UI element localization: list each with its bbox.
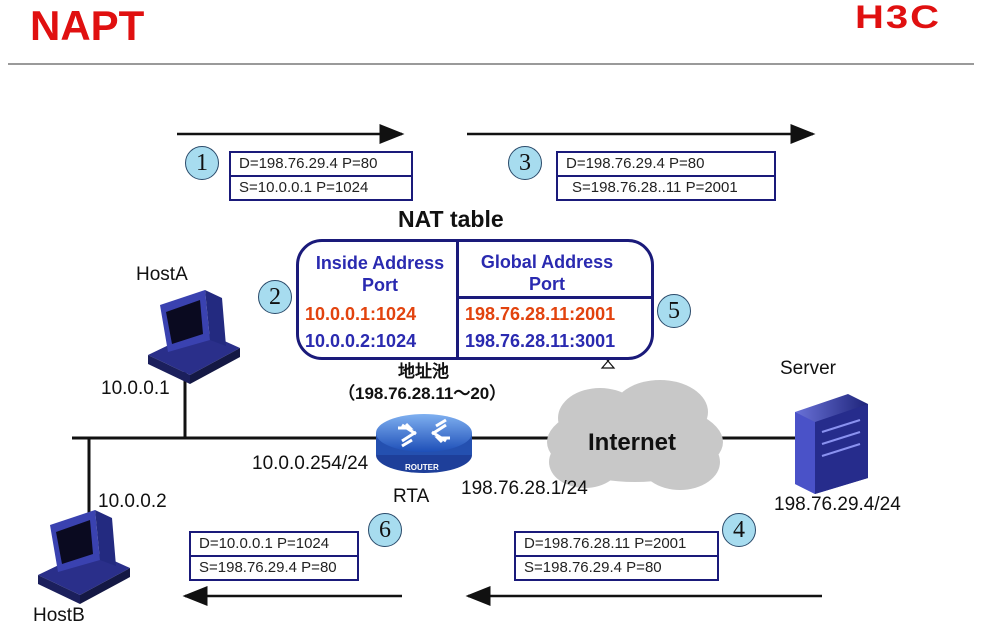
server-name: Server bbox=[780, 358, 836, 379]
hostB-computer-icon bbox=[38, 510, 130, 604]
packet-src: S=10.0.0.1 P=1024 bbox=[231, 175, 411, 199]
packet-src: S=198.76.29.4 P=80 bbox=[516, 555, 717, 579]
step-3-badge: 3 bbox=[508, 146, 542, 180]
packet-step-1: D=198.76.29.4 P=80 S=10.0.0.1 P=1024 bbox=[229, 151, 413, 201]
hostA-ip: 10.0.0.1 bbox=[101, 378, 170, 399]
step-4-badge: 4 bbox=[722, 513, 756, 547]
step-6-badge: 6 bbox=[368, 513, 402, 547]
router-badge: ROUTER bbox=[405, 463, 439, 472]
nat-table-divider bbox=[456, 242, 459, 357]
hostB-ip: 10.0.0.2 bbox=[98, 491, 167, 512]
internet-label: Internet bbox=[588, 429, 677, 456]
nat-table-title: NAT table bbox=[398, 206, 504, 232]
server-icon bbox=[795, 394, 868, 494]
router-outside-ip: 198.76.28.1/24 bbox=[461, 478, 588, 499]
header-divider bbox=[8, 63, 974, 65]
server-ip: 198.76.29.4/24 bbox=[774, 494, 901, 515]
hostB-name: HostB bbox=[33, 605, 85, 626]
nat-col-inside: Inside Address Port bbox=[315, 253, 445, 295]
nat-row2-global: 198.76.28.11:3001 bbox=[465, 331, 616, 351]
page-title: NAPT bbox=[30, 2, 145, 49]
hostA-computer-icon bbox=[148, 290, 240, 384]
packet-step-4: D=198.76.28.11 P=2001 S=198.76.29.4 P=80 bbox=[514, 531, 719, 581]
packet-step-3: D=198.76.29.4 P=80 S=198.76.28..11 P=200… bbox=[556, 151, 776, 201]
hostA-name: HostA bbox=[136, 264, 188, 285]
nat-row1-inside: 10.0.0.1:1024 bbox=[305, 304, 417, 324]
packet-src: S=198.76.29.4 P=80 bbox=[191, 555, 357, 579]
nat-table: Inside Address Port Global Address Port … bbox=[296, 239, 654, 360]
router-inside-ip: 10.0.0.254/24 bbox=[252, 453, 369, 474]
packet-dest: D=10.0.0.1 P=1024 bbox=[199, 535, 330, 552]
internet-cloud bbox=[547, 380, 723, 490]
step-5-badge: 5 bbox=[657, 294, 691, 328]
packet-dest: D=198.76.29.4 P=80 bbox=[566, 155, 705, 172]
packet-step-6: D=10.0.0.1 P=1024 S=198.76.29.4 P=80 bbox=[189, 531, 359, 581]
packet-src: S=198.76.28..11 P=2001 bbox=[558, 175, 774, 199]
step-1-badge: 1 bbox=[185, 146, 219, 180]
packet-dest: D=198.76.28.11 P=2001 bbox=[524, 535, 687, 552]
address-pool-range: （198.76.28.11～20） bbox=[338, 384, 507, 403]
nat-row1-global: 198.76.28.11:2001 bbox=[465, 304, 616, 324]
router-name: RTA bbox=[393, 486, 430, 507]
nat-col-global: Global Address Port bbox=[480, 252, 614, 294]
nat-table-row-divider bbox=[456, 296, 651, 299]
packet-dest: D=198.76.29.4 P=80 bbox=[239, 155, 378, 172]
address-pool-label: 地址池 bbox=[398, 362, 449, 381]
nat-row2-inside: 10.0.0.2:1024 bbox=[305, 331, 417, 351]
h3c-logo: H3C bbox=[855, 0, 942, 36]
step-2-badge: 2 bbox=[258, 280, 292, 314]
router-rta-icon bbox=[376, 414, 472, 473]
